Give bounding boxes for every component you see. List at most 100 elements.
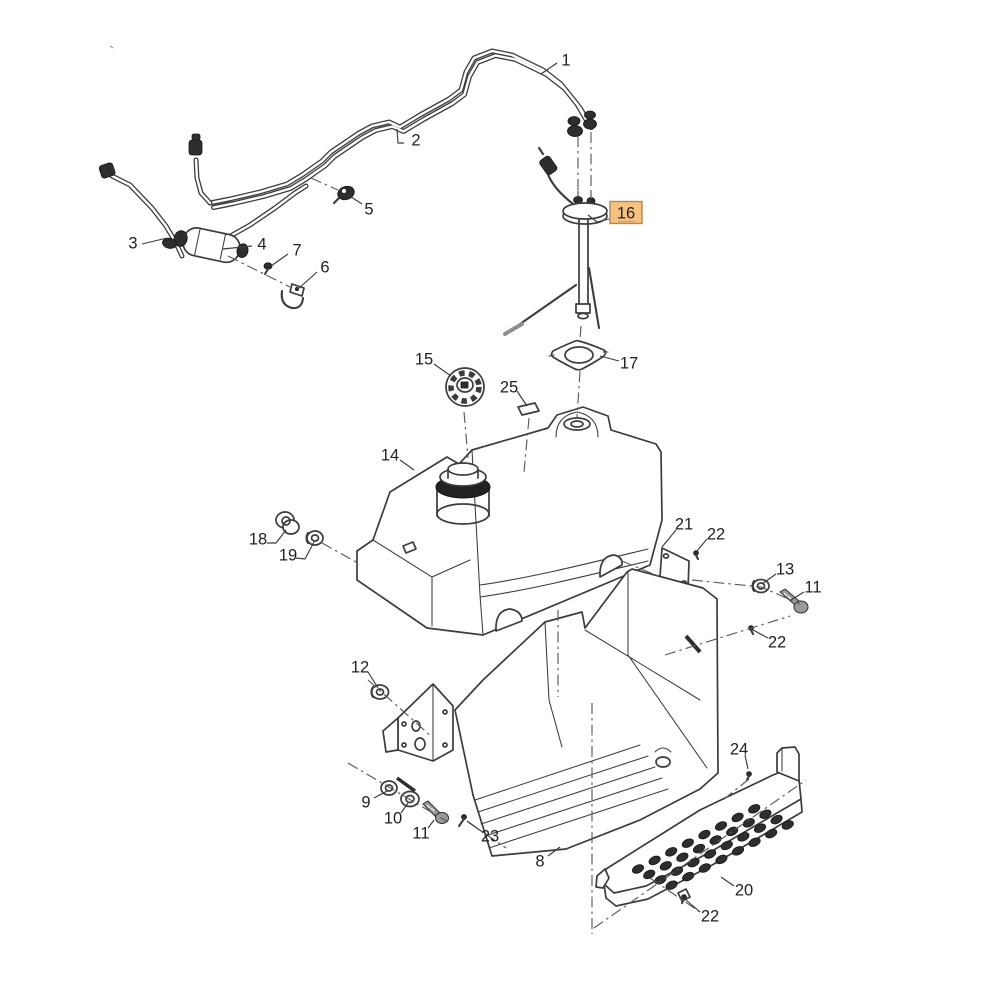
- filler-neck-drawing: [435, 462, 491, 525]
- callout-label: 17: [620, 355, 638, 373]
- step-tread-hole: [781, 820, 794, 830]
- step-tread-hole: [676, 852, 689, 862]
- fuel-cap-drawing: [445, 367, 485, 407]
- callout-7[interactable]: 7: [270, 242, 302, 267]
- callout-leader-line: [270, 253, 289, 267]
- stray-mark: [109, 45, 114, 49]
- step-tread-hole: [698, 829, 711, 840]
- callout-label: 14: [381, 447, 399, 465]
- callout-label: 11: [804, 579, 821, 597]
- callout-leader-line: [761, 573, 777, 585]
- callout-leader-line: [696, 538, 708, 552]
- callout-4[interactable]: 4: [222, 236, 267, 254]
- callout-label: 18: [249, 531, 267, 549]
- callout-5[interactable]: 5: [347, 194, 374, 219]
- callout-leader-line: [399, 459, 415, 471]
- callout-22[interactable]: 22: [696, 526, 725, 552]
- line-connector: [98, 162, 116, 179]
- callout-leader-line: [267, 529, 287, 544]
- step-tread-hole: [631, 864, 645, 874]
- screw-23-drawing: [457, 814, 467, 828]
- callout-20[interactable]: 20: [720, 876, 753, 900]
- callout-15[interactable]: 15: [415, 351, 452, 377]
- callout-13[interactable]: 13: [761, 561, 794, 585]
- callout-label: 6: [320, 259, 329, 277]
- step-tread-hole: [665, 880, 678, 890]
- fuel-line-bundle-drawing: [188, 48, 597, 210]
- retainer-clip-drawing: [517, 402, 540, 416]
- callout-leader-line: [373, 790, 388, 799]
- callout-22[interactable]: 22: [685, 899, 719, 926]
- callout-leader-line: [295, 541, 315, 560]
- callout-9[interactable]: 9: [361, 790, 388, 812]
- fuel-sender-drawing: [503, 146, 608, 336]
- step-tread-hole: [731, 812, 744, 823]
- step-tread-hole: [770, 814, 783, 825]
- callout-25[interactable]: 25: [500, 379, 528, 407]
- callout-14[interactable]: 14: [381, 447, 415, 471]
- step-tread-hole: [659, 861, 672, 871]
- step-tread-hole: [709, 835, 722, 845]
- callout-label: 4: [257, 236, 266, 254]
- line-end-fittings: [567, 110, 597, 137]
- step-tread-hole: [665, 847, 678, 857]
- line-connector: [188, 139, 203, 156]
- step-tread-hole: [759, 809, 772, 819]
- callout-24[interactable]: 24: [730, 741, 749, 770]
- callout-leader-line: [547, 846, 561, 857]
- callout-6[interactable]: 6: [297, 259, 330, 290]
- sender-gasket-drawing: [548, 339, 609, 371]
- callout-8[interactable]: 8: [535, 846, 561, 871]
- callout-leader-line: [297, 271, 318, 290]
- clamp-screw-drawing: [263, 262, 273, 276]
- step-tread-hole: [682, 871, 695, 882]
- callout-label: 21: [675, 516, 693, 534]
- bushing-drawing: [275, 511, 300, 535]
- bolt-11-right-drawing: [779, 588, 809, 614]
- washer-12-drawing: [370, 684, 390, 700]
- step-tread-hole: [765, 828, 778, 839]
- callout-label: 15: [415, 351, 433, 369]
- callout-leader-line: [396, 128, 404, 144]
- callout-18[interactable]: 18: [249, 529, 287, 549]
- step-tread-hole: [748, 837, 761, 847]
- callout-label: 22: [707, 526, 725, 544]
- step-tread-hole: [704, 849, 717, 859]
- callout-11[interactable]: 11: [412, 819, 435, 843]
- callout-leader-line: [540, 62, 558, 75]
- callout-21[interactable]: 21: [661, 516, 693, 548]
- callout-1[interactable]: 1: [540, 52, 571, 75]
- callout-label: 20: [735, 882, 753, 900]
- callout-16-highlighted[interactable]: 16: [587, 200, 643, 225]
- callout-19[interactable]: 19: [279, 541, 315, 565]
- callout-leader-line: [790, 591, 805, 601]
- callout-label: 22: [768, 634, 786, 652]
- callout-label: 23: [481, 828, 499, 846]
- callout-leader-line: [744, 754, 749, 770]
- callout-label: 25: [500, 379, 518, 397]
- callout-leader-line: [433, 363, 452, 377]
- callout-12[interactable]: 12: [351, 659, 379, 689]
- step-tread-hole: [643, 869, 656, 880]
- callout-leader-line: [141, 237, 168, 245]
- callout-leader-line: [587, 214, 610, 223]
- callout-3[interactable]: 3: [128, 235, 168, 253]
- assembly-axes: [227, 132, 807, 934]
- callout-label: 8: [535, 853, 544, 871]
- callout-10[interactable]: 10: [384, 802, 409, 828]
- callout-22[interactable]: 22: [752, 629, 786, 652]
- callout-2[interactable]: 2: [396, 128, 421, 150]
- callout-leader-line: [720, 876, 735, 887]
- callout-label: 1: [561, 52, 570, 70]
- step-tread-hole: [698, 863, 711, 873]
- callout-label: 7: [292, 242, 301, 260]
- callout-23[interactable]: 23: [466, 820, 499, 846]
- callout-11[interactable]: 11: [790, 579, 822, 601]
- callout-label: 3: [128, 235, 137, 253]
- step-tread-hole: [731, 846, 745, 856]
- callout-label: 13: [776, 561, 794, 579]
- clamp-bracket-drawing: [280, 283, 305, 310]
- step-tread-hole: [720, 840, 733, 851]
- callout-17[interactable]: 17: [599, 355, 638, 373]
